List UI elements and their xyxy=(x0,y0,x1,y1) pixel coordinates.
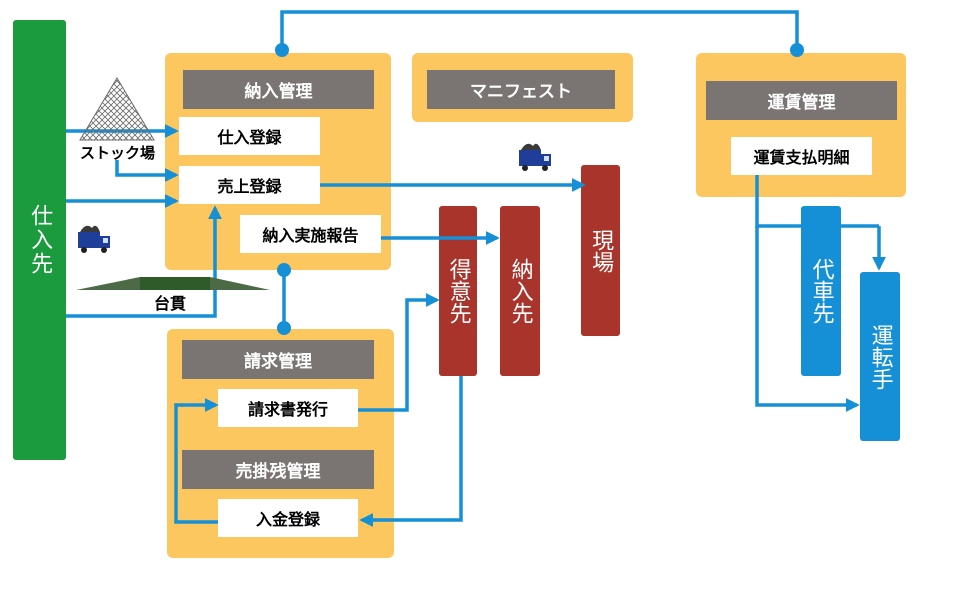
stockpile-icon xyxy=(79,77,155,141)
delivery-management-header: 納入管理 xyxy=(183,70,374,109)
stock-yard-label: ストック場 xyxy=(80,144,156,162)
junction-dot xyxy=(277,321,291,335)
delivery-report-item[interactable]: 納入実施報告 xyxy=(240,215,381,253)
truck-scale-icon xyxy=(76,277,270,290)
supplier-label: 仕入先 xyxy=(27,204,53,276)
freight-statement-item[interactable]: 運賃支払明細 xyxy=(731,137,872,175)
delivery-destination-box: 納入先 xyxy=(500,206,540,376)
subcontractor-box: 代車先 xyxy=(801,206,841,376)
supplier-box: 仕入先 xyxy=(13,20,66,460)
junction-dot xyxy=(277,263,291,277)
invoice-issue-item[interactable]: 請求書発行 xyxy=(218,389,358,427)
purchase-registration-item[interactable]: 仕入登録 xyxy=(179,117,320,155)
arrow-customer-payment xyxy=(359,376,463,527)
billing-management-header: 請求管理 xyxy=(182,340,374,379)
payment-registration-item[interactable]: 入金登録 xyxy=(218,499,358,537)
delivery-destination-label: 納入先 xyxy=(507,258,533,324)
dump-truck-icon xyxy=(78,225,110,253)
site-label: 現場 xyxy=(588,228,614,273)
freight-management-header: 運賃管理 xyxy=(706,81,897,120)
subcontractor-label: 代車先 xyxy=(808,258,834,324)
arrow-freight-driver-bottom xyxy=(755,226,860,412)
customer-box: 得意先 xyxy=(439,206,477,376)
site-box: 現場 xyxy=(581,165,620,336)
link-delivery-freight xyxy=(280,10,799,53)
manifest-header: マニフェスト xyxy=(427,70,615,109)
driver-label: 運転手 xyxy=(867,323,893,390)
arrow-payment-invoice xyxy=(174,398,219,524)
truck-scale-label: 台貫 xyxy=(154,294,187,313)
arrow-invoice-customer xyxy=(358,293,440,412)
customer-label: 得意先 xyxy=(445,258,471,324)
receivable-management-header: 売掛残管理 xyxy=(182,450,374,489)
junction-dot xyxy=(790,43,804,57)
driver-box: 運転手 xyxy=(860,272,900,441)
dump-truck-icon xyxy=(519,143,551,171)
sales-registration-item[interactable]: 売上登録 xyxy=(179,166,320,204)
arrow-scale-sales xyxy=(66,205,222,318)
link-freight-drivers xyxy=(755,175,879,228)
arrow-stock-sales xyxy=(115,160,179,182)
junction-dot xyxy=(275,43,289,57)
